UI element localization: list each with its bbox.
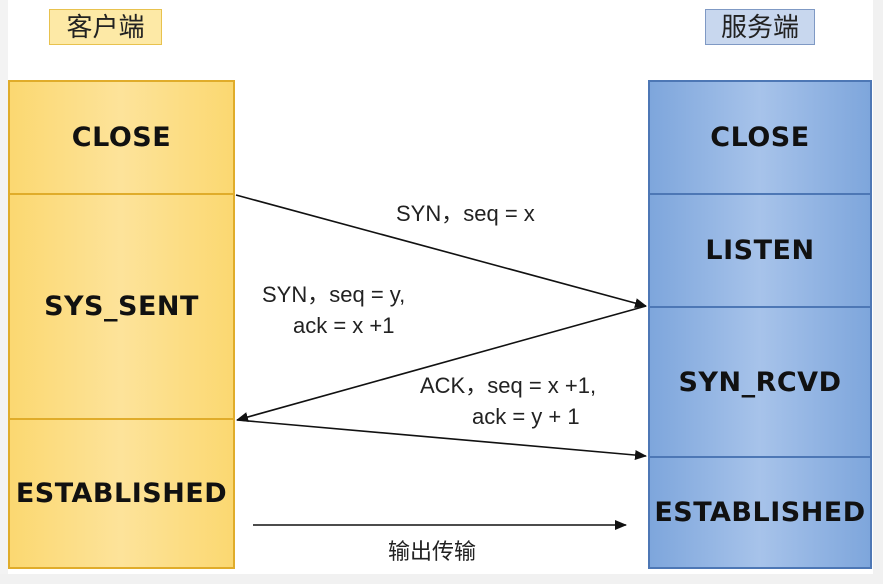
server-header: 服务端 (705, 9, 815, 45)
syn-ack-label-line1: SYN，seq = y, (262, 282, 406, 307)
client-header: 客户端 (49, 9, 162, 45)
ack-arrow (236, 419, 647, 461)
syn-label: SYN，seq = x (396, 201, 535, 226)
ack-label-line2: ack = y + 1 (472, 404, 580, 429)
data-transfer-label: 输出传输 (388, 539, 477, 564)
syn-ack-arrow (236, 305, 647, 422)
client-state-sys-sent: SYS_SENT (8, 193, 235, 420)
client-state-close: CLOSE (8, 80, 235, 195)
frame-left-edge (0, 0, 8, 584)
frame-bottom-edge (0, 574, 883, 584)
client-state-established: ESTABLISHED (8, 418, 235, 569)
frame-right-edge (873, 0, 883, 584)
server-state-close: CLOSE (648, 80, 872, 195)
server-state-established: ESTABLISHED (648, 456, 872, 569)
server-state-listen: LISTEN (648, 193, 872, 308)
ack-label-line1: ACK，seq = x +1, (420, 373, 597, 398)
syn-ack-label-line2: ack = x +1 (293, 313, 395, 338)
syn-arrow (235, 194, 647, 308)
